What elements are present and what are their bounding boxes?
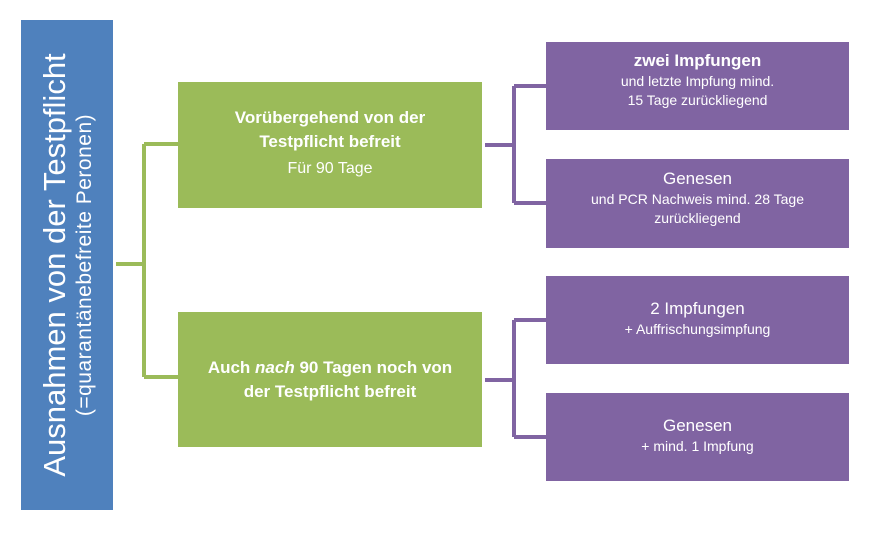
leaf-recovered-vaccinated: Genesen + mind. 1 Impfung [546,393,849,481]
leaf-2-detail-line2: zurückliegend [654,210,741,226]
root-title-box: Ausnahmen von der Testpflicht (=quarantä… [21,20,113,510]
branch-1-subtitle: Für 90 Tage [287,160,373,177]
branch-2-title-emphasis: nach [255,357,295,377]
branch-2-title-pre: Auch [207,357,256,377]
leaf-2-title: Genesen [663,169,732,188]
leaf-booster: 2 Impfungen + Auffrischungsimpfung [546,276,849,364]
leaf-1-detail-line2: 15 Tage zurückliegend [627,92,768,108]
leaf-two-vaccinations: zwei Impfungen und letzte Impfung mind. … [546,42,849,130]
leaf-2-detail-line1: und PCR Nachweis mind. 28 Tage [591,191,804,207]
leaf-4-title: Genesen [663,416,732,435]
leaf-3-title: 2 Impfungen [650,299,745,318]
branch-permanent-exemption: Auch nach 90 Tagen noch von der Testpfli… [178,312,482,447]
branch-2-title-post: 90 Tagen noch von [294,357,453,377]
branch-2-title-line2: der Testpflicht befreit [243,381,417,401]
root-title: Ausnahmen von der Testpflicht [37,53,73,477]
root-subtitle: (=quarantänebefreite Peronen) [72,113,96,417]
branch-1-title-line2: Testpflicht befreit [259,132,401,151]
leaf-1-detail-line1: und letzte Impfung mind. [620,73,775,89]
leaf-3-detail: + Auffrischungsimpfung [624,321,771,337]
root-title-text: Ausnahmen von der Testpflicht (=quarantä… [37,20,97,510]
branch-temporary-exemption: Vorübergehend von der Testpflicht befrei… [178,82,482,208]
branch-1-title-line1: Vorübergehend von der [234,108,426,127]
branch-2-title: Auch nach 90 Tagen noch von der Testpfli… [208,356,452,404]
leaf-recovered-pcr: Genesen und PCR Nachweis mind. 28 Tage z… [546,159,849,248]
leaf-1-title: zwei Impfungen [633,51,762,70]
leaf-4-detail: + mind. 1 Impfung [641,438,754,454]
branch-1-title: Vorübergehend von der Testpflicht befrei… [235,106,426,154]
